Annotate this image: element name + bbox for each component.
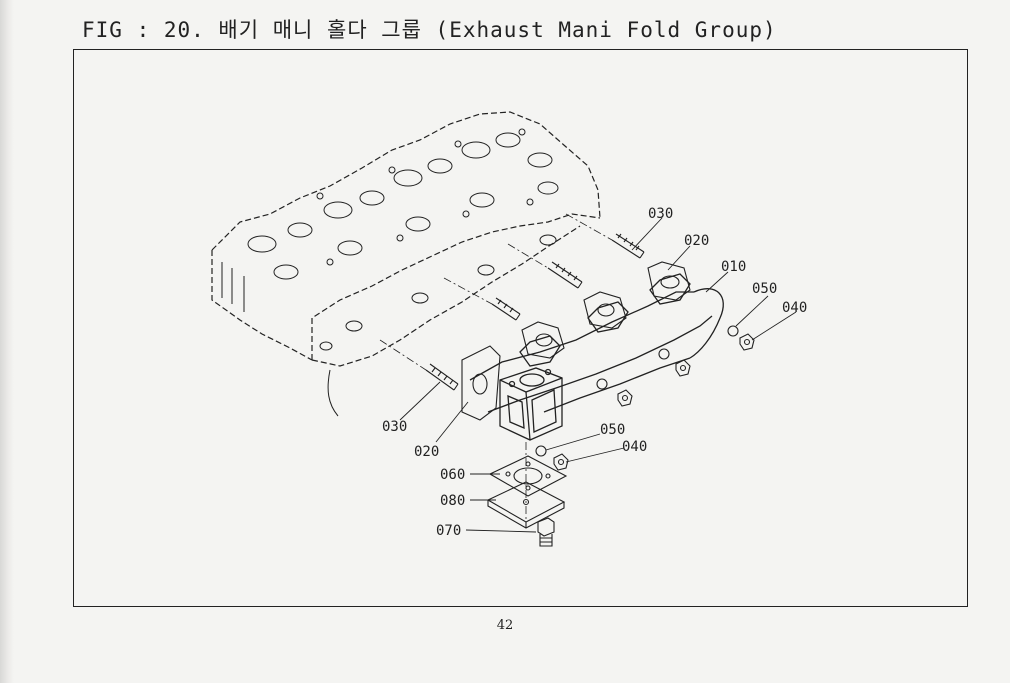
callout-080: 080 xyxy=(440,493,465,509)
studs xyxy=(425,233,645,391)
page-number: 42 xyxy=(496,618,514,633)
exhaust-manifold xyxy=(469,273,724,441)
flange-plate-080 xyxy=(486,481,566,529)
drain-plug-070 xyxy=(537,517,555,547)
drawing-frame xyxy=(73,49,968,607)
callout-050-upper: 050 xyxy=(752,281,777,297)
callout-010: 010 xyxy=(721,259,746,275)
callout-030-lower: 030 xyxy=(382,419,407,435)
callout-070: 070 xyxy=(436,523,461,539)
flange-gasket-060 xyxy=(488,455,568,497)
gaskets xyxy=(461,261,691,421)
cylinder-head-ports xyxy=(221,128,559,417)
callout-040-upper: 040 xyxy=(782,300,807,316)
cylinder-head xyxy=(211,111,601,367)
callout-040-lower: 040 xyxy=(622,439,647,455)
nuts-and-washers xyxy=(535,325,755,471)
callout-020-upper: 020 xyxy=(684,233,709,249)
callout-030-upper: 030 xyxy=(648,206,673,222)
callout-060: 060 xyxy=(440,467,465,483)
callout-020-lower: 020 xyxy=(414,444,439,460)
scan-edge xyxy=(0,0,14,683)
figure-title: FIG : 20. 배기 매니 홀다 그룹 (Exhaust Mani Fold… xyxy=(82,18,777,42)
leader-lines xyxy=(399,217,797,533)
center-lines xyxy=(379,213,613,520)
callout-050-lower: 050 xyxy=(600,422,625,438)
